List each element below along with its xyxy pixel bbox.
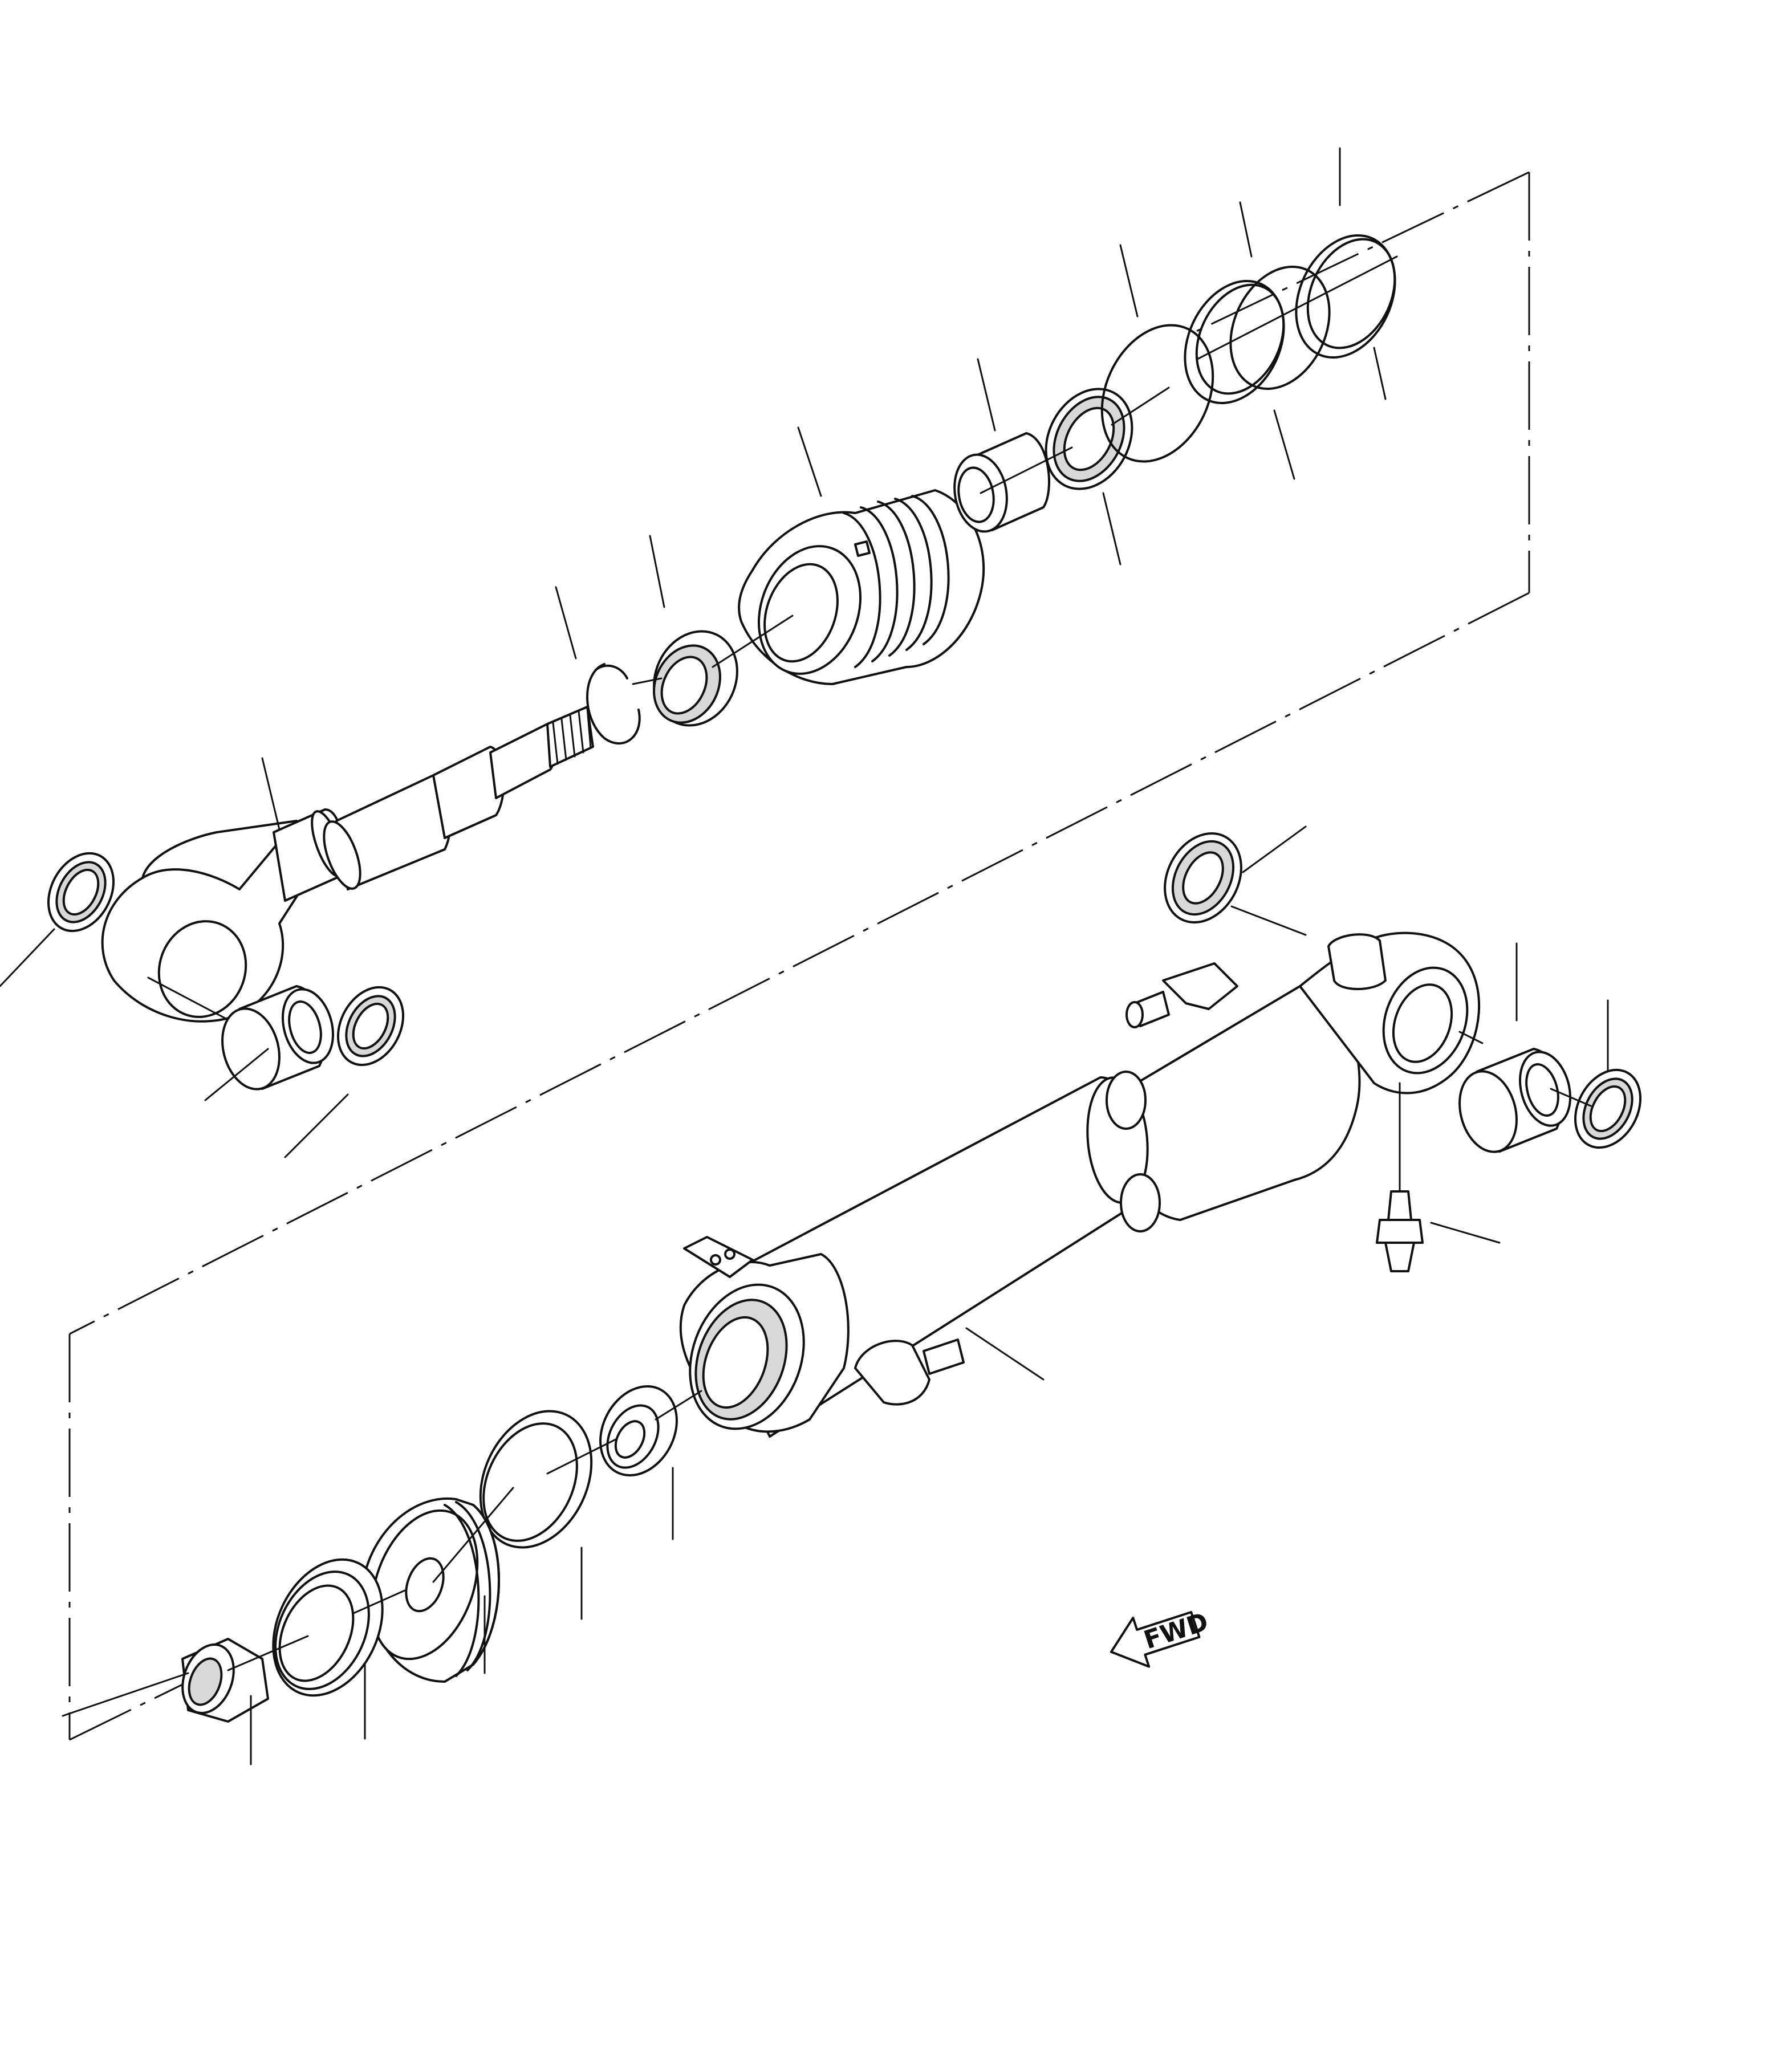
seal-ring — [47, 852, 115, 933]
rod-seal — [653, 630, 738, 727]
pin-bushing — [221, 985, 335, 1091]
base-bushing — [1458, 1048, 1572, 1153]
wear-ring — [479, 1410, 593, 1549]
piston-rod — [273, 706, 594, 902]
cylinder-tube — [1116, 931, 1481, 1221]
leader-lines-upper — [0, 147, 1387, 1158]
arrow-left-icon — [1110, 1611, 1201, 1668]
piston-seal — [1045, 388, 1133, 490]
cylinder-barrel — [679, 1071, 1161, 1438]
backup-ring — [1184, 266, 1331, 404]
dust-seal — [336, 986, 405, 1067]
cylinder-head — [738, 489, 985, 685]
spacer-nut — [599, 1385, 678, 1477]
leader-lines-lower — [62, 825, 1609, 1765]
piston-ring — [1295, 234, 1396, 359]
fwd-marker: FWD — [1110, 1607, 1212, 1668]
base-seal — [1164, 832, 1242, 924]
assembly-frame — [68, 171, 1530, 1741]
cylinder-assembly — [181, 832, 1642, 1723]
fwd-label: FWD — [1140, 1607, 1212, 1655]
piston-ring-lower — [272, 1558, 384, 1697]
base-dust-seal — [1574, 1068, 1642, 1149]
snap-ring — [586, 663, 641, 745]
rod-assembly — [47, 234, 1398, 1091]
o-ring — [1100, 324, 1214, 463]
lock-nut — [181, 1638, 269, 1723]
grease-nipple — [1376, 1082, 1424, 1272]
